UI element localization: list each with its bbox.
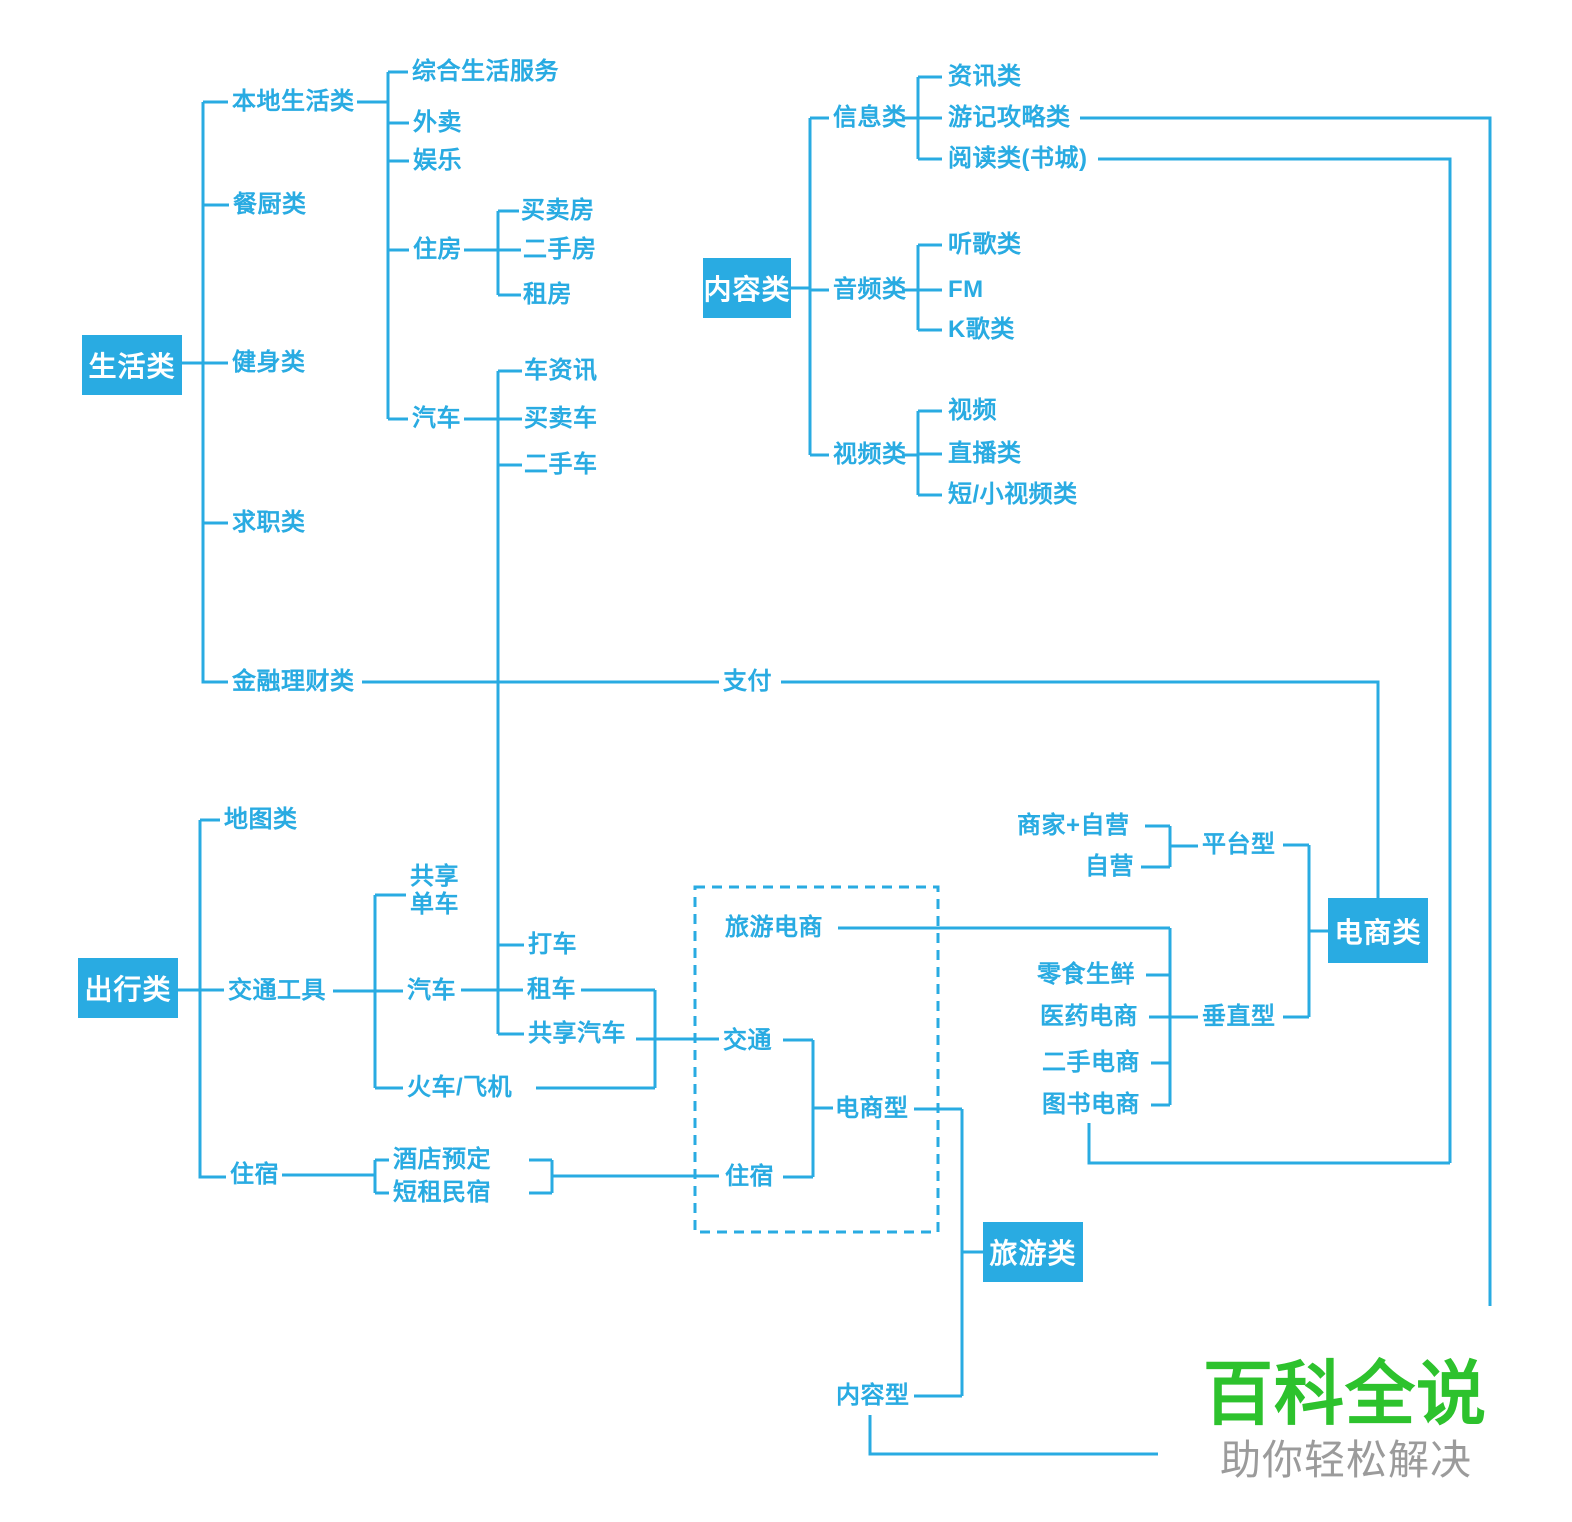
- node-house-secondhand: 二手房: [523, 236, 597, 263]
- node-general-life-service: 综合生活服务: [412, 58, 559, 85]
- node-hotel-booking: 酒店预定: [393, 1146, 491, 1173]
- node-self-operated: 自营: [1085, 853, 1134, 880]
- node-job: 求职类: [232, 509, 306, 536]
- node-entertainment: 娱乐: [413, 147, 462, 174]
- node-fm: FM: [948, 276, 984, 303]
- node-kitchen: 餐厨类: [233, 191, 307, 218]
- ecommerce-category-box: 电商类: [1328, 898, 1428, 963]
- life-category-box: 生活类: [82, 335, 182, 395]
- node-secondhand-ecommerce: 二手电商: [1042, 1049, 1140, 1076]
- node-accommodation-dashed: 住宿: [725, 1163, 774, 1190]
- node-short-video: 短/小视频类: [948, 481, 1078, 508]
- node-car-travel: 汽车: [407, 977, 456, 1004]
- node-audio: 音频类: [833, 276, 907, 303]
- node-reading: 阅读类(书城): [948, 145, 1088, 172]
- node-housing: 住房: [413, 236, 462, 263]
- node-car-life: 汽车: [412, 405, 461, 432]
- node-transport: 交通: [723, 1027, 772, 1054]
- node-info: 信息类: [833, 104, 907, 131]
- node-karaoke: K歌类: [948, 316, 1015, 343]
- node-live-stream: 直播类: [948, 440, 1022, 467]
- node-train-flight: 火车/飞机: [407, 1074, 513, 1101]
- node-car-info: 车资讯: [524, 357, 598, 384]
- node-video-category: 视频类: [833, 441, 907, 468]
- node-music: 听歌类: [948, 231, 1022, 258]
- node-car-secondhand: 二手车: [524, 451, 598, 478]
- node-travel-notes: 游记攻略类: [948, 104, 1071, 131]
- node-house-rent: 租房: [523, 281, 572, 308]
- node-house-trade: 买卖房: [521, 197, 595, 224]
- node-video: 视频: [948, 397, 997, 424]
- node-medicine-ecommerce: 医药电商: [1040, 1003, 1138, 1030]
- node-news: 资讯类: [948, 63, 1022, 90]
- node-ecommerce-type: 电商型: [835, 1095, 909, 1122]
- content-category-box: 内容类: [703, 258, 791, 318]
- node-payment: 支付: [723, 668, 772, 695]
- node-accommodation: 住宿: [230, 1161, 279, 1188]
- node-vertical-type: 垂直型: [1202, 1003, 1276, 1030]
- node-travel-ecommerce: 旅游电商: [725, 914, 823, 941]
- travel-category-box: 出行类: [78, 958, 178, 1018]
- node-book-ecommerce: 图书电商: [1042, 1091, 1140, 1118]
- node-snack-fresh: 零食生鲜: [1037, 961, 1135, 988]
- node-homestay: 短租民宿: [393, 1179, 491, 1206]
- node-shared-bike: 共享 单车: [410, 863, 459, 918]
- node-map: 地图类: [224, 806, 298, 833]
- node-fitness: 健身类: [232, 349, 306, 376]
- node-content-type: 内容型: [836, 1382, 910, 1409]
- node-platform-type: 平台型: [1202, 831, 1276, 858]
- node-local-life: 本地生活类: [232, 88, 355, 115]
- tourism-category-box: 旅游类: [983, 1222, 1083, 1282]
- node-shared-car: 共享汽车: [528, 1020, 626, 1047]
- logo-title: 百科全说: [1203, 1355, 1487, 1433]
- node-takeout: 外卖: [413, 109, 462, 136]
- node-car-trade: 买卖车: [524, 405, 598, 432]
- logo-tagline: 助你轻松解决: [1220, 1437, 1472, 1483]
- node-taxi: 打车: [528, 931, 577, 958]
- node-merchant-plus-self: 商家+自营: [1017, 812, 1130, 839]
- node-finance: 金融理财类: [232, 668, 355, 695]
- node-transport-tool: 交通工具: [228, 977, 326, 1004]
- node-car-rental: 租车: [527, 976, 576, 1003]
